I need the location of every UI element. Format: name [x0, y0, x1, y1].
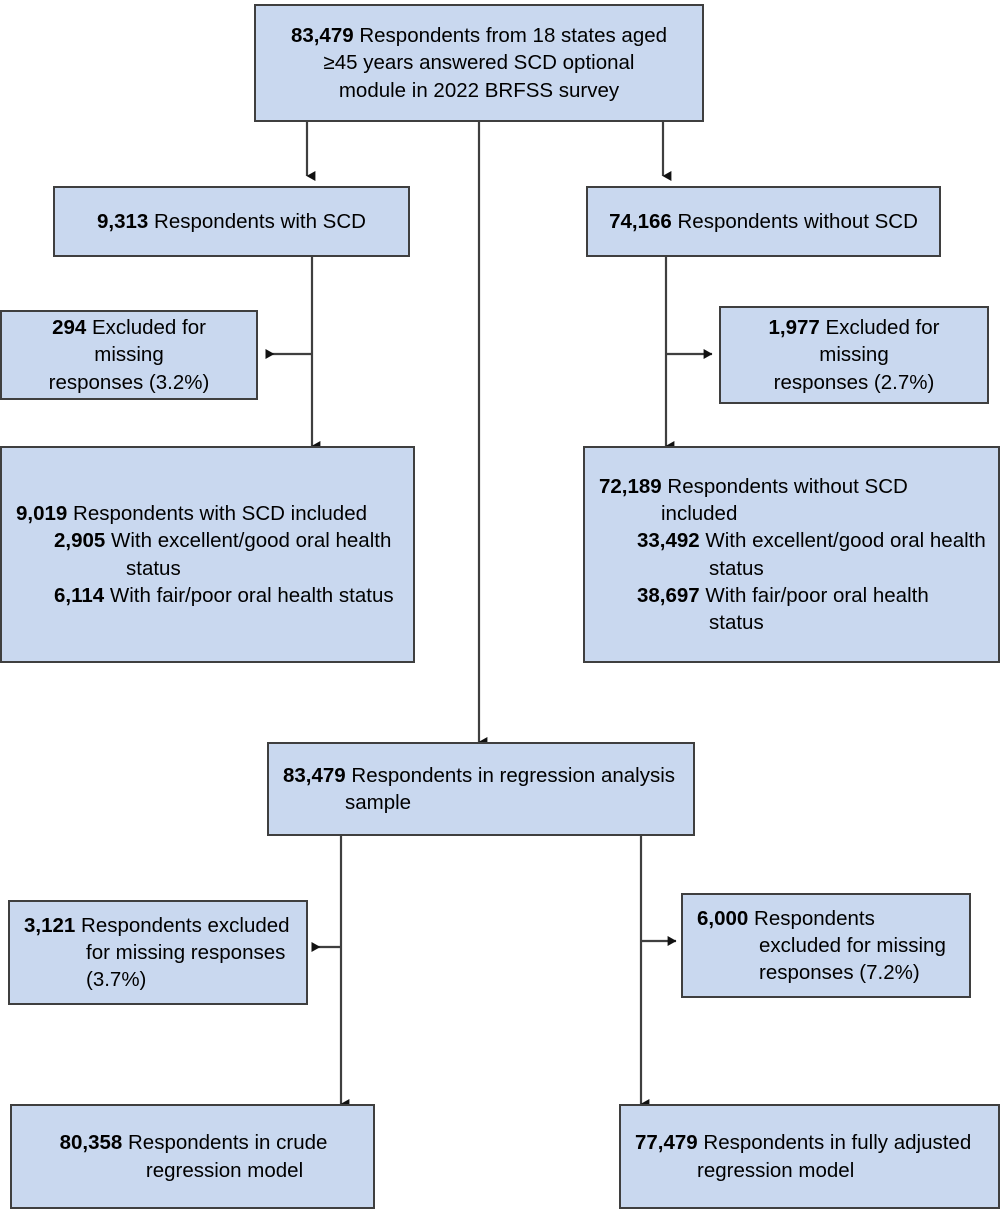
- node-without-scd-text: 74,166 Respondents without SCD: [609, 209, 918, 233]
- node-crude-model[interactable]: 80,358 Respondents in crude regression m…: [10, 1104, 375, 1209]
- node-included-without-scd-main: 72,189 Respondents without SCD included: [599, 474, 908, 525]
- node-included-with-scd[interactable]: 9,019 Respondents with SCD included 2,90…: [0, 446, 415, 663]
- node-source-line3: module in 2022 BRFSS survey: [338, 78, 620, 102]
- node-excluded-without-scd-line1: 1,977 Excluded for missing: [768, 316, 940, 367]
- node-included-without-scd-sub1: 33,492 With excellent/good oral health s…: [637, 529, 986, 580]
- node-adjusted-model[interactable]: 77,479 Respondents in fully adjusted reg…: [619, 1104, 1000, 1209]
- node-excluded-adjusted[interactable]: 6,000 Respondents excluded for missing r…: [681, 893, 971, 998]
- node-excluded-with-scd-line1: 294 Excluded for missing: [52, 316, 206, 367]
- node-source-line2: ≥45 years answered SCD optional: [323, 51, 635, 75]
- node-excluded-without-scd[interactable]: 1,977 Excluded for missing responses (2.…: [719, 306, 989, 404]
- node-included-without-scd[interactable]: 72,189 Respondents without SCD included …: [583, 446, 1000, 663]
- node-included-with-scd-main: 9,019 Respondents with SCD included: [16, 502, 368, 525]
- node-included-with-scd-sub1: 2,905 With excellent/good oral health st…: [54, 529, 392, 580]
- node-with-scd-text: 9,313 Respondents with SCD: [97, 209, 366, 233]
- node-regression-sample-text: 83,479 Respondents in regression analysi…: [283, 763, 676, 814]
- node-adjusted-model-text: 77,479 Respondents in fully adjusted reg…: [635, 1131, 972, 1182]
- node-included-with-scd-sub2: 6,114 With fair/poor oral health status: [54, 583, 394, 607]
- node-without-scd[interactable]: 74,166 Respondents without SCD: [586, 186, 941, 257]
- node-excluded-without-scd-line2: responses (2.7%): [773, 370, 935, 394]
- node-crude-model-text: 80,358 Respondents in crude regression m…: [59, 1131, 328, 1182]
- node-excluded-crude-text: 3,121 Respondents excluded for missing r…: [24, 913, 290, 992]
- node-excluded-crude[interactable]: 3,121 Respondents excluded for missing r…: [8, 900, 308, 1005]
- node-source-line1: 83,479 Respondents from 18 states aged: [290, 24, 668, 48]
- node-excluded-adjusted-text: 6,000 Respondents excluded for missing r…: [697, 906, 946, 985]
- node-with-scd[interactable]: 9,313 Respondents with SCD: [53, 186, 410, 257]
- node-source-population[interactable]: 83,479 Respondents from 18 states aged ≥…: [254, 4, 704, 122]
- node-regression-sample[interactable]: 83,479 Respondents in regression analysi…: [267, 742, 695, 836]
- node-included-without-scd-sub2: 38,697 With fair/poor oral health status: [637, 583, 929, 634]
- node-excluded-with-scd[interactable]: 294 Excluded for missing responses (3.2%…: [0, 310, 258, 400]
- node-excluded-with-scd-line2: responses (3.2%): [48, 370, 210, 394]
